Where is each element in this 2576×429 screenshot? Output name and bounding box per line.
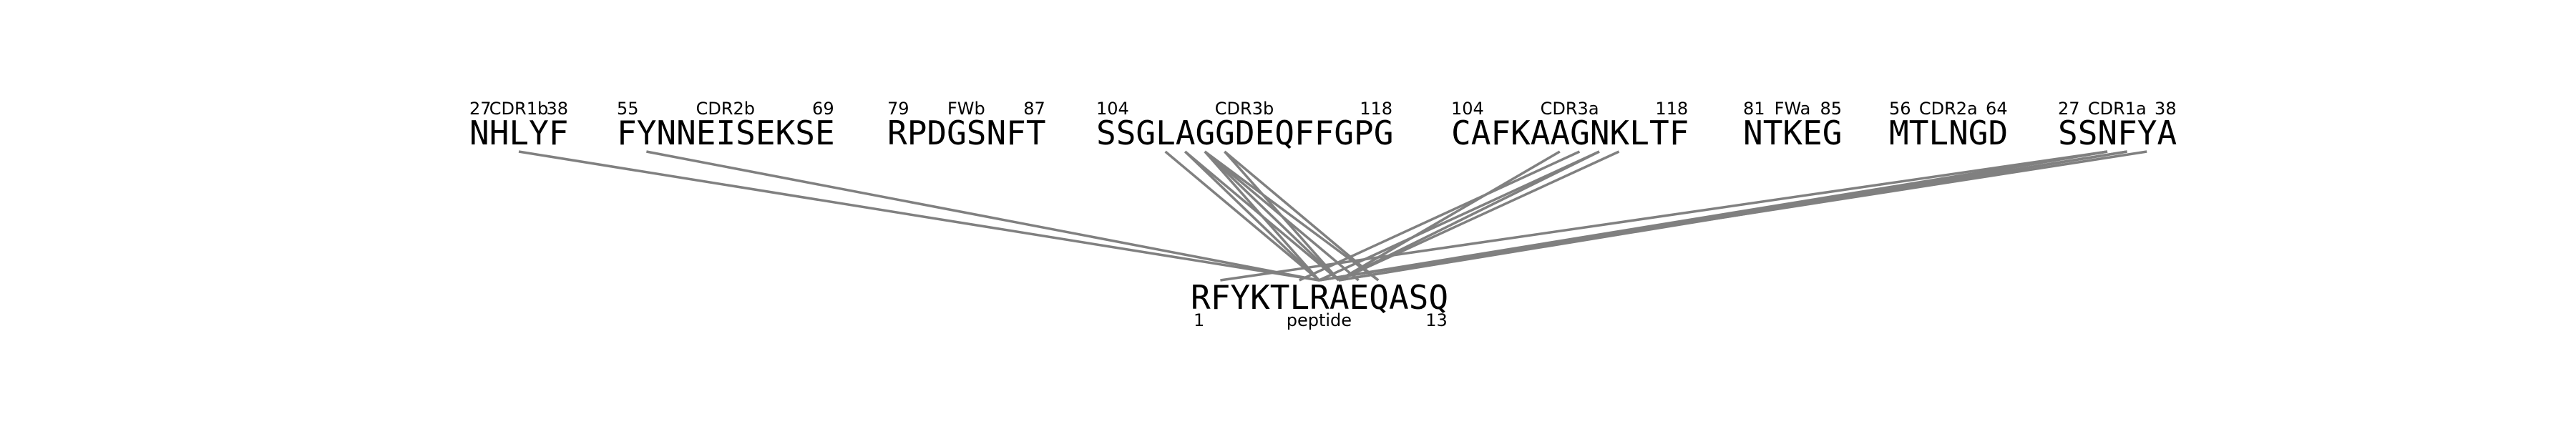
contact-lines xyxy=(518,150,2147,282)
contact-line xyxy=(1220,150,2108,282)
peptide-label: peptide xyxy=(1287,310,1352,330)
region-sequence: MTLNGD xyxy=(1889,114,2008,152)
region-end-number: 64 xyxy=(1986,99,2008,119)
region-sequence: SSNFYA xyxy=(2058,114,2177,152)
contact-line xyxy=(1338,150,1620,282)
region-start-number: 27 xyxy=(2058,99,2080,119)
peptide-start-number: 1 xyxy=(1194,310,1204,330)
region-start-number: 104 xyxy=(1451,99,1484,119)
contact-line xyxy=(518,150,1319,282)
region-end-number: 118 xyxy=(1655,99,1688,119)
region-name-label: CDR2b xyxy=(696,99,755,119)
region-start-number: 55 xyxy=(617,99,639,119)
contact-line xyxy=(1299,150,1581,282)
contact-line xyxy=(1204,150,1380,282)
region-name-label: CDR1a xyxy=(2088,99,2147,119)
region-sequence: CAFKAAGNKLTF xyxy=(1451,114,1689,152)
region-start-number: 79 xyxy=(887,99,909,119)
contact-line xyxy=(1204,150,1340,282)
contact-line xyxy=(1164,150,1320,282)
region-end-number: 38 xyxy=(2155,99,2177,119)
contact-line xyxy=(1224,150,1340,282)
region-sequence: RPDGSNFT xyxy=(887,114,1046,152)
region-end-number: 38 xyxy=(546,99,568,119)
region-end-number: 87 xyxy=(1023,99,1045,119)
contact-line xyxy=(1204,150,1320,282)
region-end-number: 118 xyxy=(1360,99,1392,119)
region-name-label: CDR1b xyxy=(489,99,548,119)
region-name-label: CDR2a xyxy=(1919,99,1978,119)
region-end-number: 69 xyxy=(812,99,834,119)
peptide-end-number: 13 xyxy=(1425,310,1448,330)
region-sequence: NHLYF xyxy=(469,114,568,152)
region-name-label: FWb xyxy=(947,99,985,119)
contact-line xyxy=(1224,150,1380,282)
region-name-label: CDR3a xyxy=(1541,99,1599,119)
region-start-number: 104 xyxy=(1096,99,1129,119)
region-start-number: 27 xyxy=(469,99,492,119)
region-sequence: SSGLAGGDEQFFGPG xyxy=(1096,114,1393,152)
contact-line xyxy=(1319,150,2147,282)
peptide-sequence: RFYKTLRAEQASQ xyxy=(1191,278,1448,317)
region-sequence: FYNNEISEKSE xyxy=(617,114,835,152)
region-name-label: CDR3b xyxy=(1215,99,1274,119)
contact-line xyxy=(646,150,1319,282)
contact-line xyxy=(1338,150,1600,282)
contact-line xyxy=(1184,150,1320,282)
region-start-number: 81 xyxy=(1743,99,1765,119)
region-sequence: NTKEG xyxy=(1743,114,1842,152)
region-start-number: 56 xyxy=(1889,99,1911,119)
region-name-label: FWa xyxy=(1775,99,1811,119)
region-end-number: 85 xyxy=(1820,99,1842,119)
